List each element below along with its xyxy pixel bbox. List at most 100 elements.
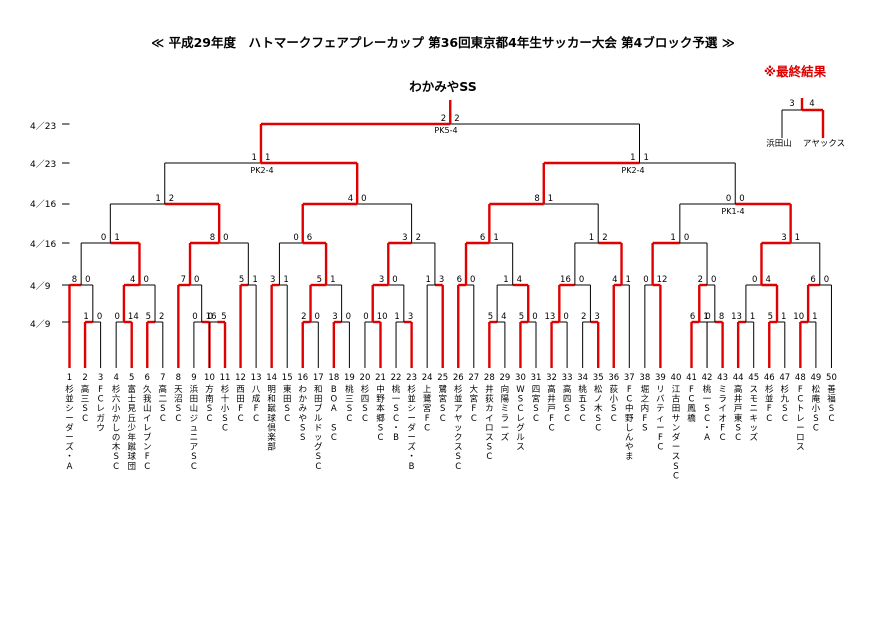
match-score: 0 (101, 233, 106, 243)
match-score: 2 (602, 233, 607, 243)
match-score: 0 (711, 275, 716, 285)
pk-note: PK2-4 (621, 166, 644, 175)
match-score: 1 (781, 312, 786, 322)
match-score: 0 (752, 275, 757, 285)
match-score: 5 (488, 312, 493, 322)
match-score: 12 (657, 275, 668, 285)
date-label: 4／16 (30, 239, 56, 250)
match-score: 0 (223, 233, 228, 243)
final-right-score: 4 (809, 99, 814, 109)
pk-note: PK1-4 (721, 207, 744, 216)
team-number: 15 (282, 373, 293, 383)
match-score: 4 (765, 275, 770, 285)
team-number: 3 (98, 373, 103, 383)
match-score: 5 (519, 312, 524, 322)
team-number: 42 (702, 373, 713, 383)
team-number: 26 (453, 373, 464, 383)
pk-notes: PK5-4 PK2-4 PK2-4 PK1-4 (250, 126, 744, 216)
team-number: 48 (795, 373, 806, 383)
team-name: 向陽ミラーズ (501, 384, 510, 443)
match-score: 10 (377, 312, 388, 322)
final-result-box: 3 4 浜田山 アヤックス (766, 99, 845, 149)
match-score: 3 (408, 312, 413, 322)
team-number: 16 (297, 373, 308, 383)
team-number: 22 (391, 373, 402, 383)
match-score: 0 (563, 312, 568, 322)
team-number: 27 (468, 373, 479, 383)
match-score: 7 (181, 275, 186, 285)
match-score: 1 (394, 312, 399, 322)
match-score: 16 (560, 275, 571, 285)
pk-note: PK2-4 (250, 166, 273, 175)
match-score: 0 (143, 275, 148, 285)
team-number: 50 (826, 373, 837, 383)
team-number: 7 (160, 373, 165, 383)
team-number: 20 (360, 373, 371, 383)
team-number: 24 (422, 373, 433, 383)
match-score: 1 (670, 233, 675, 243)
match-score: 3 (402, 233, 407, 243)
team-number: 37 (624, 373, 635, 383)
team-number: 45 (748, 373, 759, 383)
match-score: 0 (346, 312, 351, 322)
match-score: 13 (731, 312, 742, 322)
match-score: 1 (589, 233, 594, 243)
match-score: 4 (348, 194, 353, 204)
match-score: 0 (579, 275, 584, 285)
match-score: 1 (426, 275, 431, 285)
match-score: 4 (517, 275, 522, 285)
bracket-lines (62, 98, 832, 368)
team-number: 11 (220, 373, 231, 383)
match-score: 2 (301, 312, 306, 322)
date-label: 4／23 (30, 159, 56, 170)
team-number: 10 (204, 373, 215, 383)
team-number: 1 (67, 373, 72, 383)
team-number: 5 (129, 373, 134, 383)
date-label: 4／9 (30, 281, 51, 292)
match-score: 1 (265, 153, 270, 163)
match-score: 6 (810, 275, 815, 285)
match-score: 5 (768, 312, 773, 322)
team-number: 21 (375, 373, 386, 383)
team-number: 43 (717, 373, 728, 383)
match-score: 0 (361, 194, 366, 204)
match-score: 2 (454, 114, 459, 124)
match-score: 1 (750, 312, 755, 322)
team-number: 23 (406, 373, 417, 383)
match-score: 0 (315, 312, 320, 322)
final-left-score: 3 (789, 99, 794, 109)
team-number: 4 (113, 373, 118, 383)
team-number: 25 (437, 373, 448, 383)
team-number: 47 (779, 373, 790, 383)
match-score: 1 (812, 312, 817, 322)
match-score: 0 (293, 233, 298, 243)
match-score: 1 (330, 275, 335, 285)
match-score: 10 (793, 312, 804, 322)
match-score: 4 (501, 312, 506, 322)
match-score: 8 (534, 194, 539, 204)
match-score: 5 (221, 312, 226, 322)
team-number: 9 (191, 373, 196, 383)
team-number: 28 (484, 373, 495, 383)
